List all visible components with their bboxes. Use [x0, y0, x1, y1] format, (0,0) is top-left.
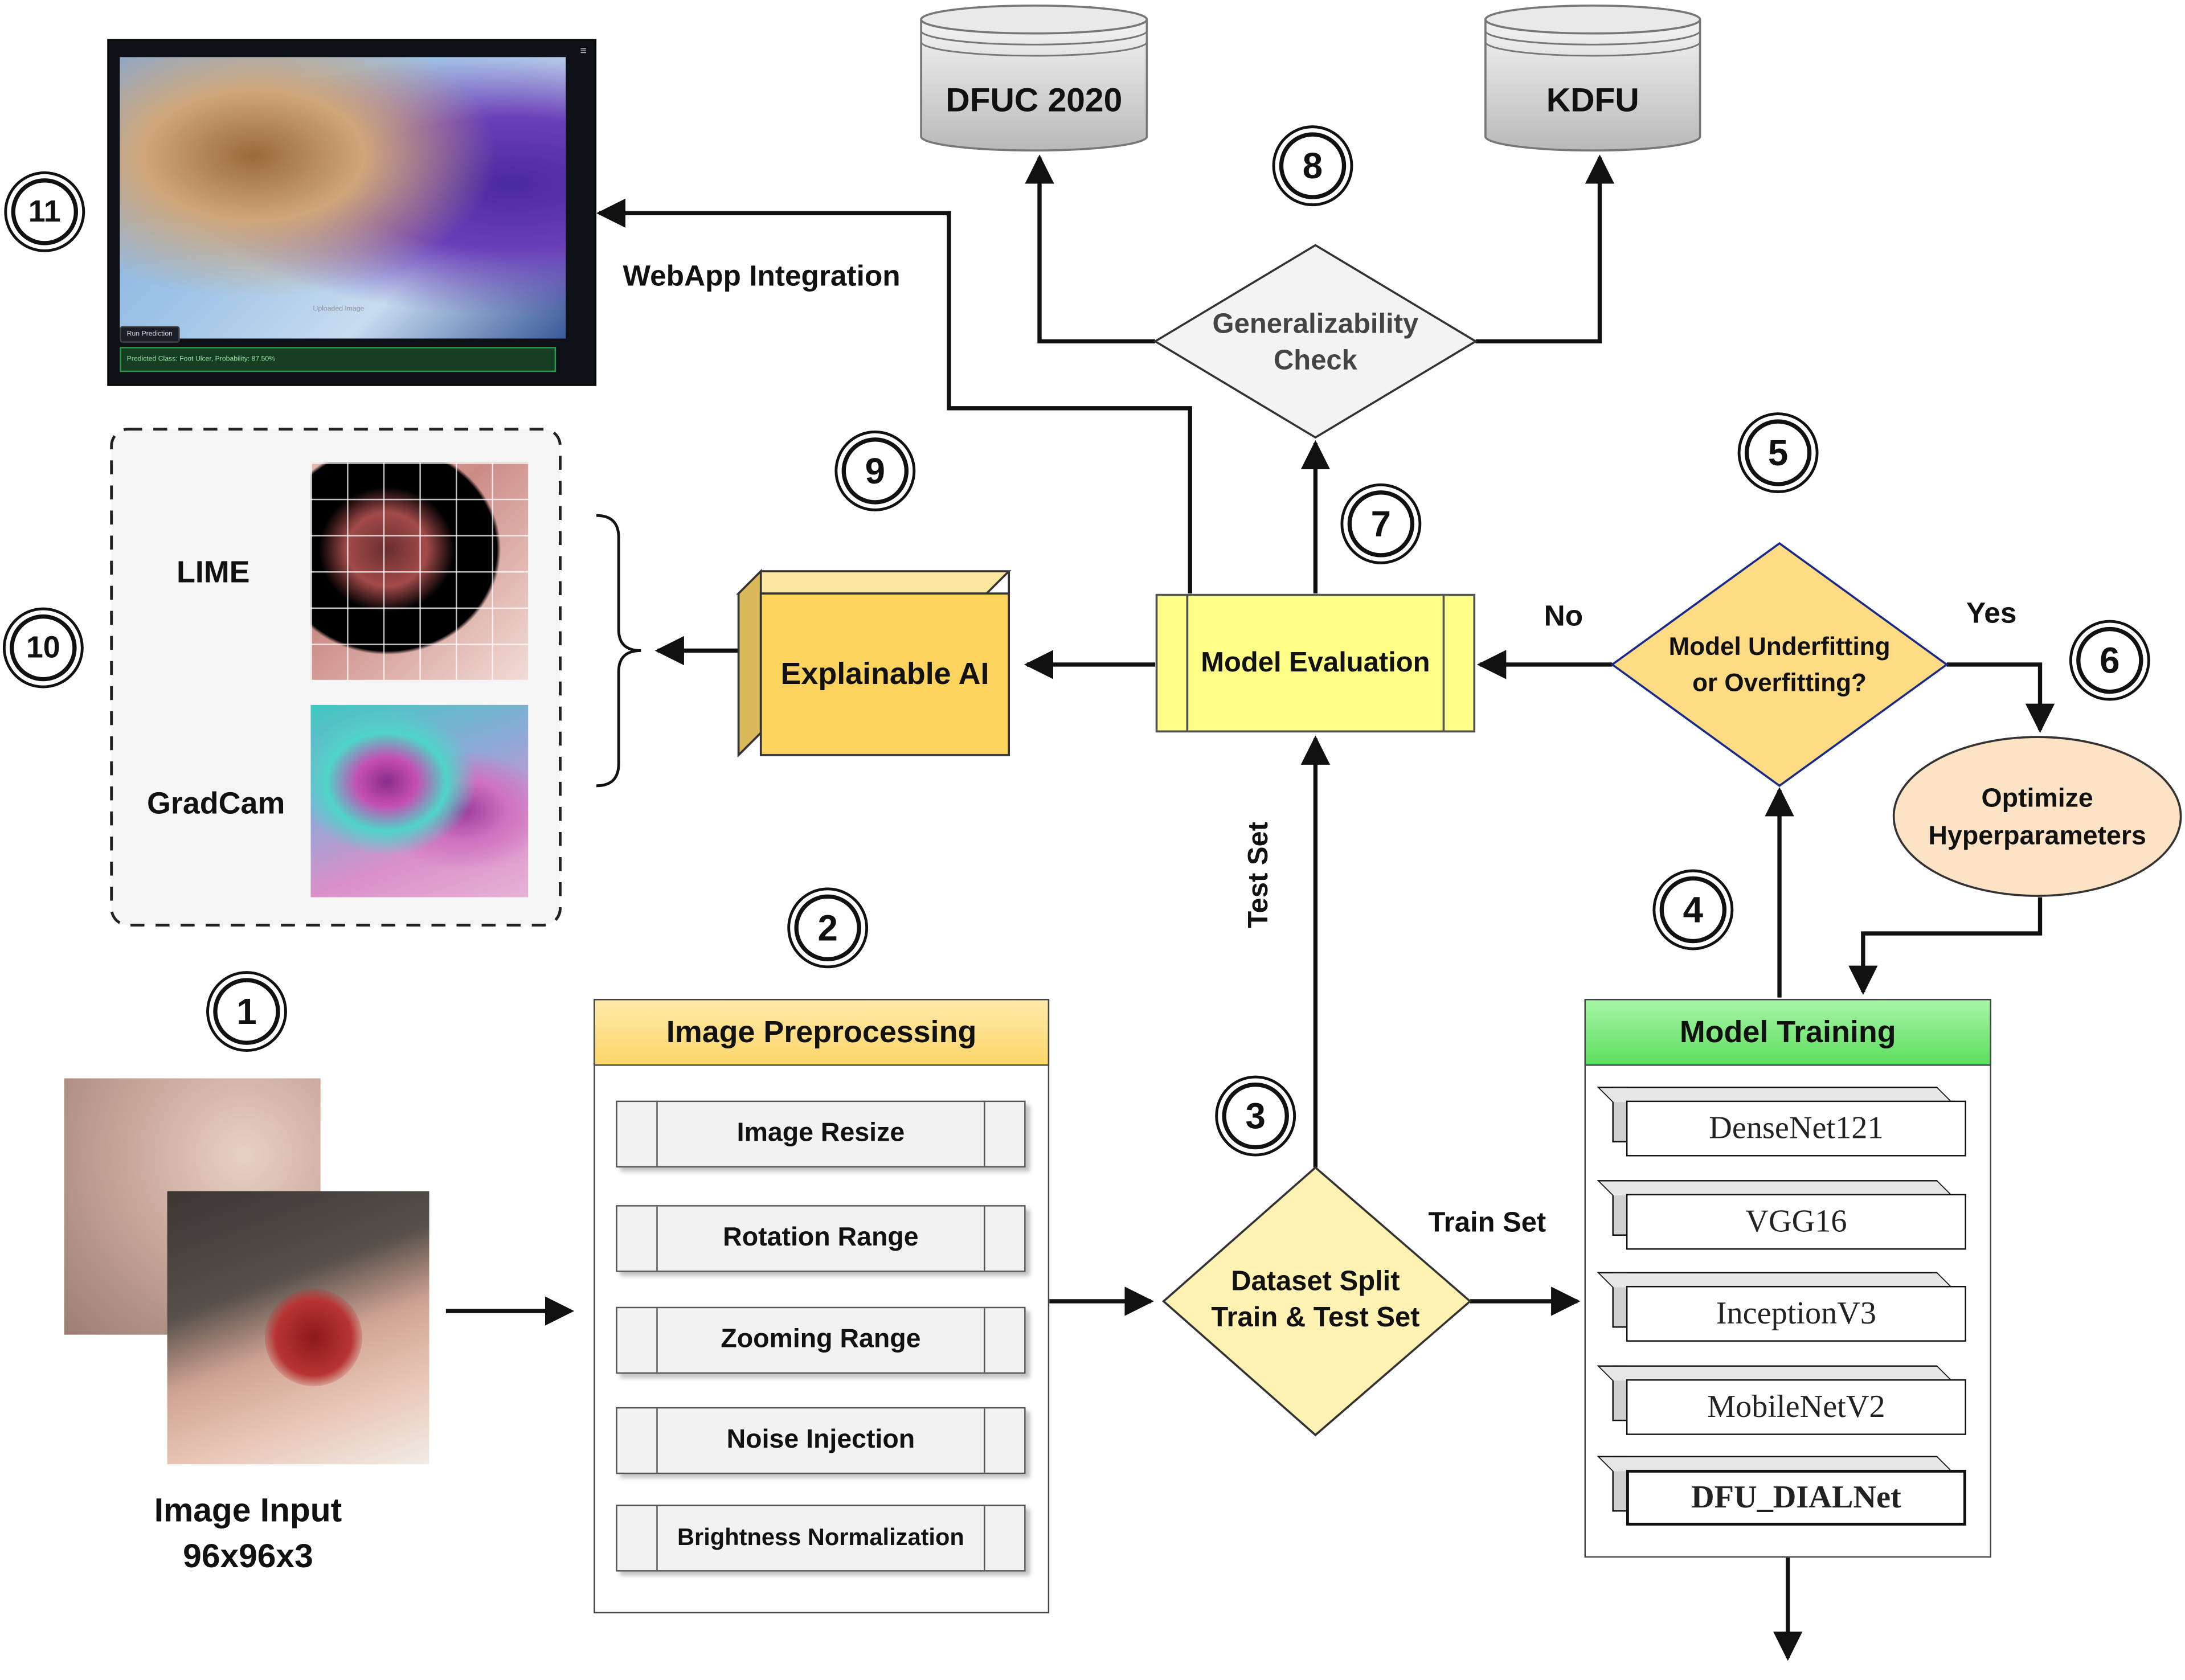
webapp-screenshot: ≡ Uploaded Image Run Prediction Predicte… — [107, 39, 597, 386]
model-item-inceptionv3: InceptionV3 — [1597, 1272, 1966, 1342]
input-label-line1: Image Input — [154, 1492, 342, 1530]
dataset-kdfu-label: KDFU — [1546, 82, 1639, 120]
step-number-6: 6 — [2076, 626, 2143, 694]
dataset-dfuc2020-label: DFUC 2020 — [946, 82, 1123, 120]
arrow-fitcheck-to-optimize — [1946, 662, 2055, 734]
gradcam-label: GradCam — [147, 785, 285, 821]
prep-item-brightness-normalization: Brightness Normalization — [616, 1505, 1026, 1572]
gradcam-heatmap-image — [310, 704, 529, 898]
yes-label: Yes — [1966, 597, 2017, 630]
no-label: No — [1544, 600, 1583, 633]
train-set-label: Train Set — [1428, 1208, 1546, 1239]
step-number-11: 11 — [11, 178, 78, 245]
generalizability-label-line2: Check — [1273, 345, 1357, 376]
input-label-line2: 96x96x3 — [183, 1538, 313, 1576]
arrow-optimize-to-training — [1848, 897, 2043, 995]
generalizability-label-line1: Generalizability — [1212, 309, 1419, 340]
arrow-evaluation-to-webapp — [596, 198, 1192, 594]
webapp-uploaded-image — [120, 57, 566, 339]
webapp-integration-label: WebApp Integration — [623, 260, 901, 293]
step-number-10: 10 — [10, 614, 77, 682]
evaluation-label: Model Evaluation — [1201, 648, 1430, 679]
step-number-8: 8 — [1279, 132, 1347, 199]
webapp-run-button[interactable]: Run Prediction — [120, 326, 180, 343]
optimize-label-line2: Hyperparameters — [1928, 822, 2146, 851]
prep-item-noise-injection: Noise Injection — [616, 1407, 1026, 1474]
webapp-menu-icon: ≡ — [580, 44, 587, 58]
xai-label: Explainable AI — [780, 656, 989, 691]
test-set-label: Test Set — [1243, 821, 1275, 928]
kdfu-cylinder — [1484, 4, 1701, 152]
lime-label: LIME — [177, 554, 250, 589]
split-label-line1: Dataset Split — [1231, 1266, 1400, 1297]
prep-item-zooming-range: Zooming Range — [616, 1306, 1026, 1374]
fitcheck-label-line2: or Overfitting? — [1692, 669, 1867, 697]
prep-item-image-resize: Image Resize — [616, 1100, 1026, 1168]
step-number-4: 4 — [1659, 876, 1727, 944]
dfuc2020-cylinder — [920, 4, 1148, 152]
arrow-to-kdfu — [1475, 154, 1615, 344]
prep-item-rotation-range: Rotation Range — [616, 1205, 1026, 1272]
step-number-9: 9 — [841, 437, 909, 505]
step-number-7: 7 — [1347, 490, 1415, 558]
fitcheck-label-line1: Model Underfitting — [1668, 632, 1891, 661]
training-header: Model Training — [1584, 999, 1991, 1066]
step-number-2: 2 — [794, 894, 861, 962]
model-item-vgg16: VGG16 — [1597, 1180, 1966, 1250]
split-diamond — [1161, 1166, 1472, 1437]
step-number-3: 3 — [1222, 1082, 1289, 1150]
input-image-front — [167, 1191, 429, 1465]
preprocessing-header: Image Preprocessing — [594, 999, 1050, 1066]
arrow-to-dfuc2020 — [1025, 154, 1156, 344]
optimize-ellipse — [1892, 736, 2182, 897]
xai-brace — [596, 514, 641, 788]
model-item-densenet121: DenseNet121 — [1597, 1087, 1966, 1157]
generalizability-diamond — [1153, 244, 1478, 439]
split-label-line2: Train & Test Set — [1211, 1302, 1420, 1334]
step-number-1: 1 — [213, 978, 280, 1045]
xai-box — [736, 568, 1012, 758]
step-number-5: 5 — [1744, 419, 1812, 486]
model-item-mobilenetv2: MobileNetV2 — [1597, 1365, 1966, 1435]
optimize-label-line1: Optimize — [1981, 784, 2093, 814]
fitcheck-diamond — [1610, 542, 1949, 788]
webapp-caption: Uploaded Image — [313, 305, 365, 314]
webapp-result-banner: Predicted Class: Foot Ulcer, Probability… — [120, 347, 557, 372]
lime-heatmap-image — [310, 462, 529, 680]
evaluation-box — [1155, 593, 1476, 733]
model-item-dfu-dialnet: DFU_DIALNet — [1597, 1456, 1966, 1526]
